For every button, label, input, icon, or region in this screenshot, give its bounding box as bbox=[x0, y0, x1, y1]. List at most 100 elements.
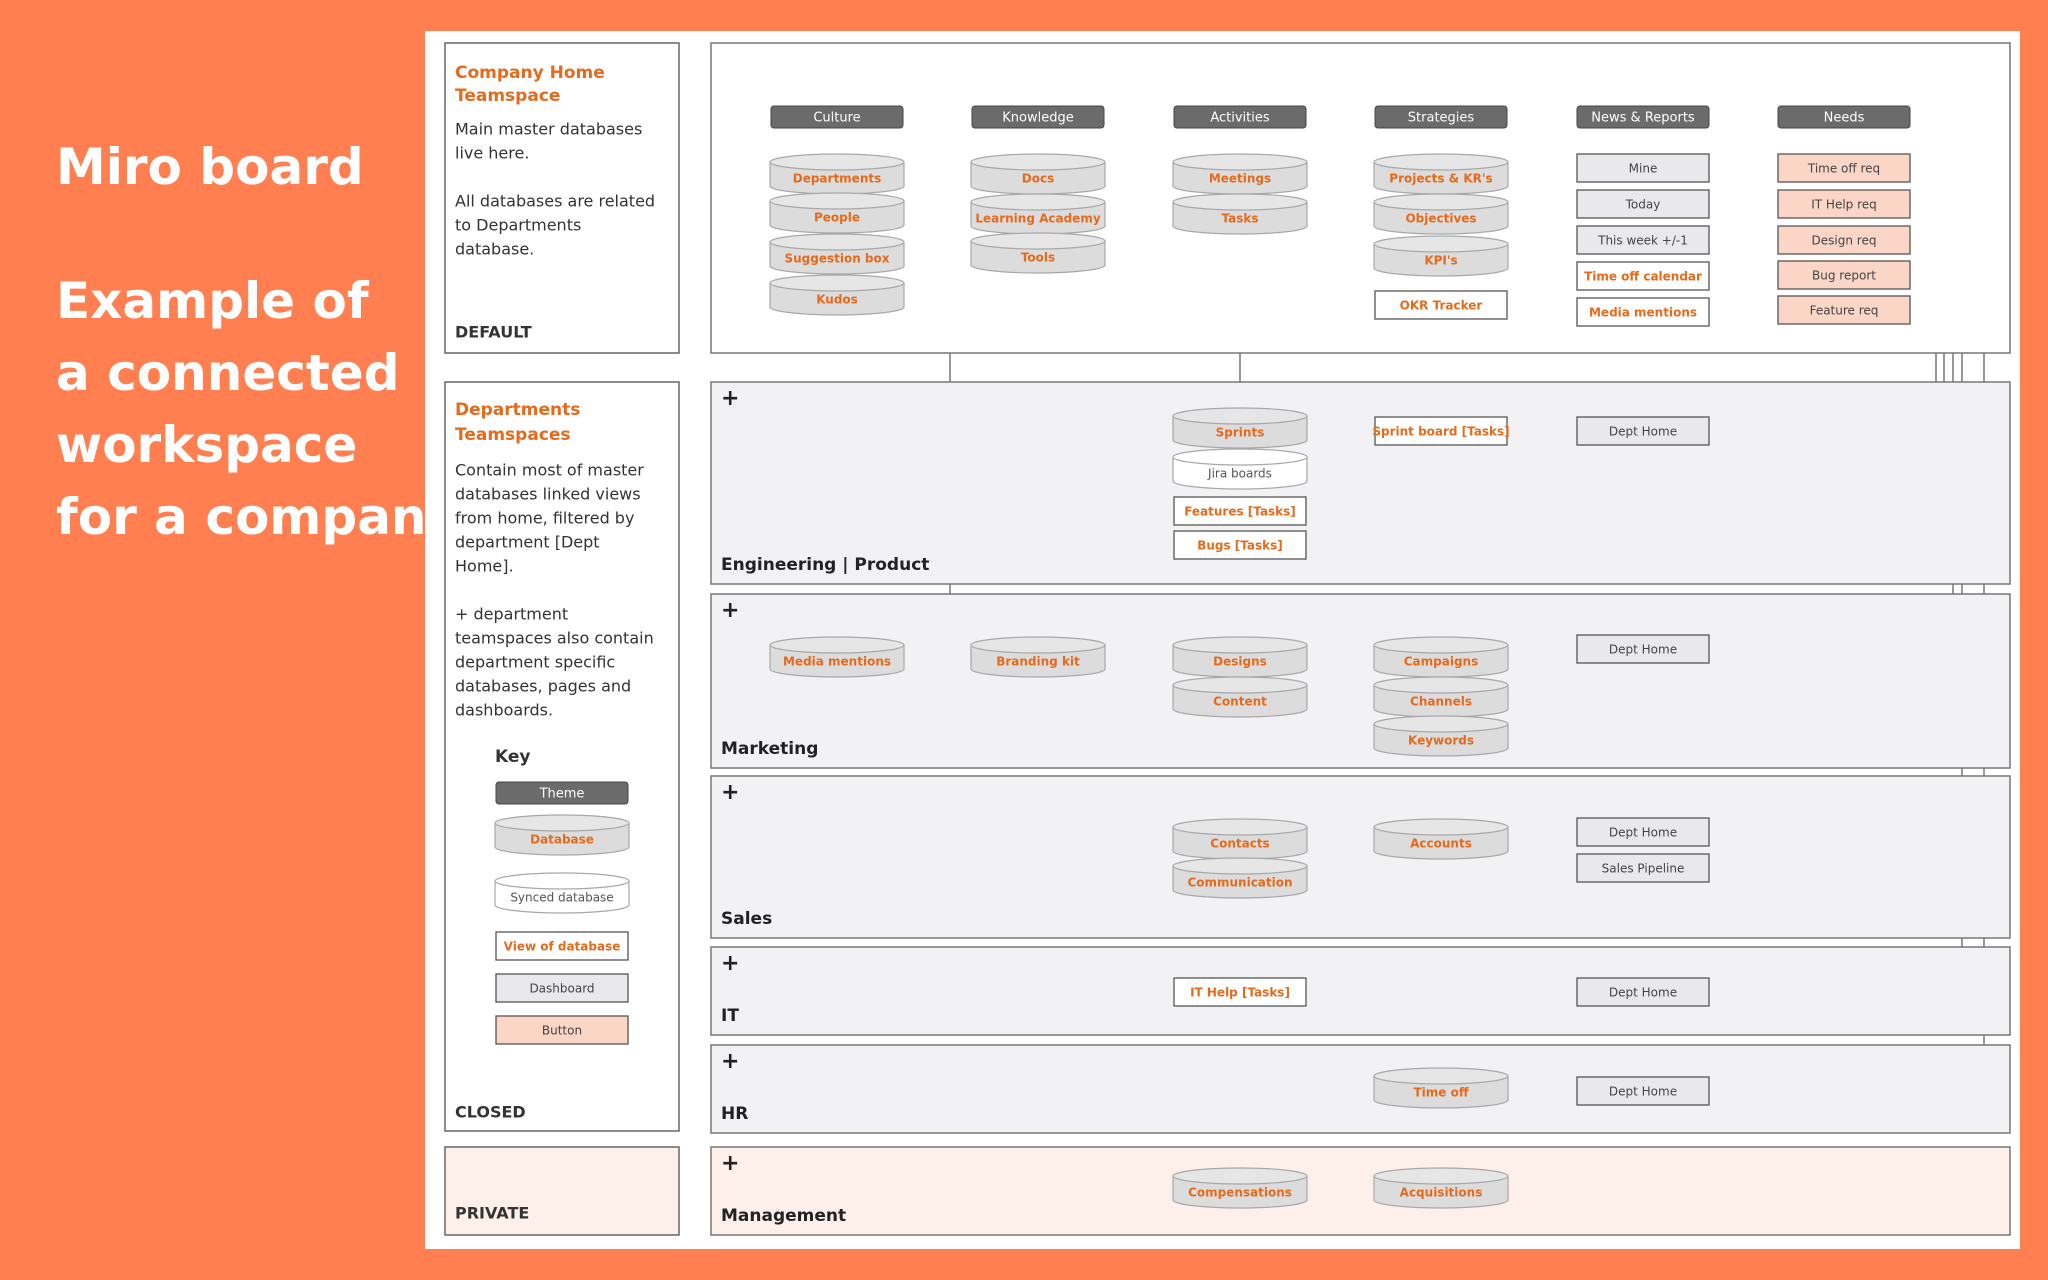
knowledge-db[interactable]: Tools bbox=[970, 232, 1106, 274]
intro-line: Example of bbox=[56, 272, 369, 330]
content-db[interactable]: Content bbox=[1172, 676, 1308, 718]
key-synced-database[interactable]: Synced database bbox=[494, 872, 630, 914]
media-mentions-view[interactable]: Media mentions bbox=[1576, 297, 1710, 327]
strategies-db[interactable]: Projects & KR's bbox=[1373, 153, 1509, 195]
sprint-board-view-label: Sprint board [Tasks] bbox=[1372, 425, 1509, 439]
acquisitions-db[interactable]: Acquisitions bbox=[1373, 1167, 1509, 1209]
activities-db[interactable]: Tasks bbox=[1172, 193, 1308, 235]
campaigns-db[interactable]: Campaigns bbox=[1373, 636, 1509, 678]
key-title: Key bbox=[495, 747, 531, 767]
dept-home-hr[interactable]: Dept Home bbox=[1576, 1076, 1710, 1106]
departments-panel bbox=[444, 381, 680, 1132]
database-label: Communication bbox=[1187, 876, 1292, 890]
time-off-calendar-view[interactable]: Time off calendar bbox=[1576, 261, 1710, 291]
intro-line: workspace bbox=[56, 416, 358, 474]
time-off-db[interactable]: Time off bbox=[1373, 1067, 1509, 1109]
home-panel bbox=[444, 42, 680, 354]
compensations-db[interactable]: Compensations bbox=[1172, 1167, 1308, 1209]
strategies-db[interactable]: Objectives bbox=[1373, 193, 1509, 235]
database-label: Kudos bbox=[816, 293, 858, 307]
key-button[interactable]: Button bbox=[495, 1015, 629, 1045]
dept-home-engineering-label: Dept Home bbox=[1609, 425, 1677, 439]
sprints-db[interactable]: Sprints bbox=[1172, 407, 1308, 449]
dept-home-engineering[interactable]: Dept Home bbox=[1576, 416, 1710, 446]
panel-title: Departments bbox=[455, 400, 580, 420]
theme-label: News & Reports bbox=[1591, 111, 1695, 126]
news-dashboard[interactable]: Today bbox=[1576, 189, 1710, 219]
needs-button[interactable]: Design req bbox=[1777, 225, 1911, 255]
knowledge-db[interactable]: Docs bbox=[970, 153, 1106, 195]
keywords-db[interactable]: Keywords bbox=[1373, 715, 1509, 757]
marketing-media-db[interactable]: Media mentions bbox=[769, 636, 905, 678]
add-plus-icon: + bbox=[721, 1151, 739, 1176]
key-database[interactable]: Database bbox=[494, 814, 630, 856]
contacts-db[interactable]: Contacts bbox=[1172, 818, 1308, 860]
section-label: Management bbox=[721, 1206, 846, 1226]
intro-text: Miro board Example of a connected worksp… bbox=[56, 140, 459, 553]
dept-home-marketing[interactable]: Dept Home bbox=[1576, 634, 1710, 664]
panel-desc: Main master databases bbox=[455, 120, 642, 139]
key-dashboard[interactable]: Dashboard bbox=[495, 973, 629, 1003]
knowledge-db[interactable]: Learning Academy bbox=[970, 193, 1106, 235]
needs-button-label: Design req bbox=[1812, 234, 1877, 248]
needs-button-label: Bug report bbox=[1812, 269, 1876, 283]
communication-db[interactable]: Communication bbox=[1172, 857, 1308, 899]
strategies-db[interactable]: KPI's bbox=[1373, 235, 1509, 277]
database-label: Acquisitions bbox=[1400, 1186, 1483, 1200]
dept-home-sales-label: Dept Home bbox=[1609, 826, 1677, 840]
needs-button[interactable]: Feature req bbox=[1777, 295, 1911, 325]
needs-button[interactable]: Time off req bbox=[1777, 153, 1911, 183]
theme-needs[interactable]: Needs bbox=[1777, 105, 1911, 129]
accounts-db[interactable]: Accounts bbox=[1373, 818, 1509, 860]
theme-label: Culture bbox=[813, 111, 860, 126]
key-theme[interactable]: Theme bbox=[495, 781, 629, 805]
theme-label: Strategies bbox=[1408, 111, 1475, 126]
theme-culture[interactable]: Culture bbox=[770, 105, 904, 129]
jira-boards-db[interactable]: Jira boards bbox=[1172, 448, 1308, 490]
add-plus-icon: + bbox=[721, 1049, 739, 1074]
panel-desc: databases linked views bbox=[455, 485, 641, 504]
needs-button-label: IT Help req bbox=[1811, 198, 1877, 212]
panel-desc: department specific bbox=[455, 653, 615, 672]
media-mentions-view-label: Media mentions bbox=[1589, 306, 1697, 320]
theme-news-reports[interactable]: News & Reports bbox=[1576, 105, 1710, 129]
branding-kit-db[interactable]: Branding kit bbox=[970, 636, 1106, 678]
news-dashboard[interactable]: This week +/-1 bbox=[1576, 225, 1710, 255]
database-label: Accounts bbox=[1410, 837, 1472, 851]
theme-knowledge[interactable]: Knowledge bbox=[971, 105, 1105, 129]
activities-db[interactable]: Meetings bbox=[1172, 153, 1308, 195]
it-help-view[interactable]: IT Help [Tasks] bbox=[1173, 977, 1307, 1007]
bugs-view[interactable]: Bugs [Tasks] bbox=[1173, 530, 1307, 560]
hr-section: +HR bbox=[710, 1044, 2011, 1134]
database-label: People bbox=[814, 211, 860, 225]
designs-db[interactable]: Designs bbox=[1172, 636, 1308, 678]
theme-strategies[interactable]: Strategies bbox=[1374, 105, 1508, 129]
panel-desc: department [Dept bbox=[455, 533, 600, 552]
dept-home-it[interactable]: Dept Home bbox=[1576, 977, 1710, 1007]
theme-activities[interactable]: Activities bbox=[1173, 105, 1307, 129]
panel-desc: Contain most of master bbox=[455, 461, 644, 480]
okr-tracker-view[interactable]: OKR Tracker bbox=[1374, 290, 1508, 320]
news-dashboard[interactable]: Mine bbox=[1576, 153, 1710, 183]
add-plus-icon: + bbox=[721, 780, 739, 805]
key-view-label: View of database bbox=[504, 940, 621, 954]
panel-footer: CLOSED bbox=[455, 1103, 526, 1122]
news-dashboard-label: Today bbox=[1625, 198, 1661, 212]
dept-home-sales[interactable]: Dept Home bbox=[1576, 817, 1710, 847]
key-view[interactable]: View of database bbox=[495, 931, 629, 961]
channels-db[interactable]: Channels bbox=[1373, 676, 1509, 718]
needs-button[interactable]: IT Help req bbox=[1777, 189, 1911, 219]
sprint-board-view[interactable]: Sprint board [Tasks] bbox=[1372, 416, 1510, 446]
database-label: Sprints bbox=[1216, 426, 1265, 440]
sales-pipeline-dashboard[interactable]: Sales Pipeline bbox=[1576, 853, 1710, 883]
database-label: KPI's bbox=[1424, 254, 1457, 268]
culture-db[interactable]: Departments bbox=[769, 153, 905, 195]
needs-button[interactable]: Bug report bbox=[1777, 260, 1911, 290]
culture-db[interactable]: Suggestion box bbox=[769, 233, 905, 275]
features-view[interactable]: Features [Tasks] bbox=[1173, 496, 1307, 526]
culture-db[interactable]: Kudos bbox=[769, 274, 905, 316]
culture-db[interactable]: People bbox=[769, 192, 905, 234]
panel-title: Company Home bbox=[455, 63, 605, 83]
